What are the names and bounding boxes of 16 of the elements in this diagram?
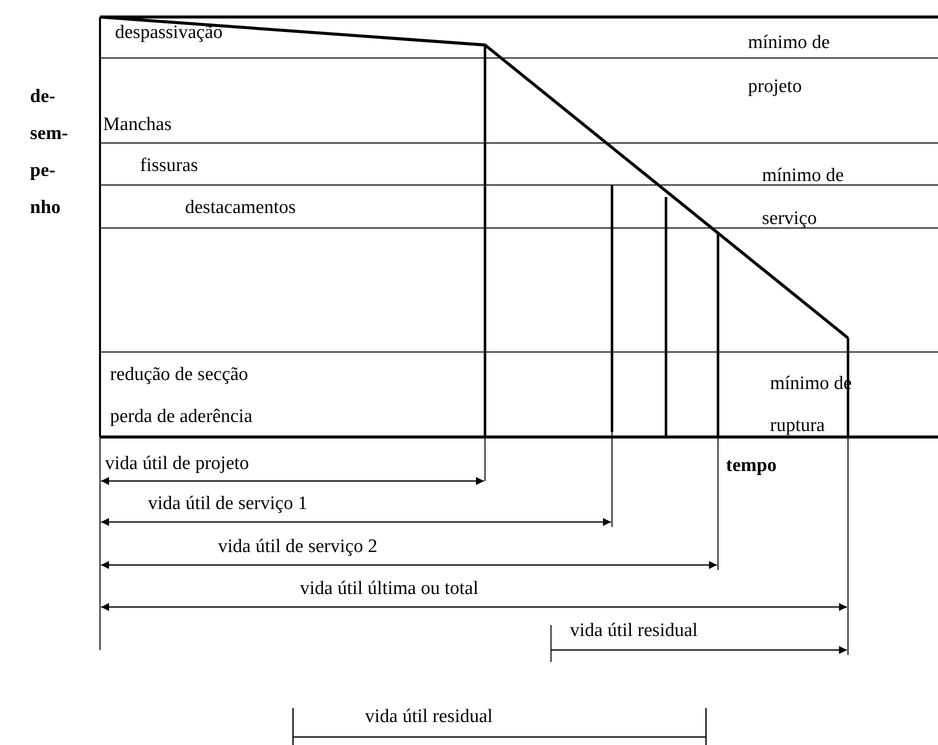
phenomenon-label: Manchas [103, 113, 172, 137]
dimension-label: vida útil residual [570, 619, 698, 643]
dimension-label: vida útil residual [365, 705, 493, 729]
phenomenon-label: despassivação [115, 21, 223, 45]
phenomenon-label: redução de secção [110, 363, 248, 387]
axis-label: tempo [726, 454, 777, 478]
phenomenon-label: perda de aderência [110, 405, 252, 429]
dimension-label: vida útil de serviço 1 [148, 492, 308, 516]
phenomenon-label: destacamentos [185, 196, 296, 220]
dimension-label: vida útil de projeto [105, 452, 250, 476]
threshold-label: mínimo de serviço [762, 164, 845, 231]
phenomenon-label: fissuras [140, 154, 198, 178]
axis-label: de- sem- pe- nho [30, 85, 69, 220]
dimension-label: vida útil última ou total [300, 577, 478, 601]
dimension-label: vida útil de serviço 2 [218, 535, 378, 559]
threshold-label: mínimo de projeto [748, 31, 831, 99]
